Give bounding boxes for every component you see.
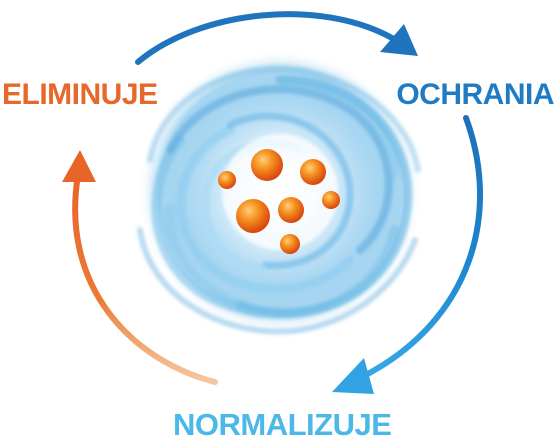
particle [236, 199, 270, 233]
particle [278, 197, 304, 223]
particle [322, 191, 340, 209]
particle [280, 234, 300, 254]
arrow-to-ochrania-icon [135, 11, 418, 65]
particle [300, 159, 326, 185]
label-normalizuje: NORMALIZUJE [173, 407, 392, 442]
label-eliminuje: ELIMINUJE [2, 78, 158, 111]
swirl-icon [137, 50, 422, 335]
particle [218, 171, 236, 189]
particles-icon [218, 149, 340, 254]
label-ochrania: OCHRANIA [396, 78, 554, 111]
arrow-to-eliminuje-icon [62, 150, 218, 385]
particle [251, 149, 283, 181]
arrow-to-normalizuje-icon [332, 115, 484, 394]
